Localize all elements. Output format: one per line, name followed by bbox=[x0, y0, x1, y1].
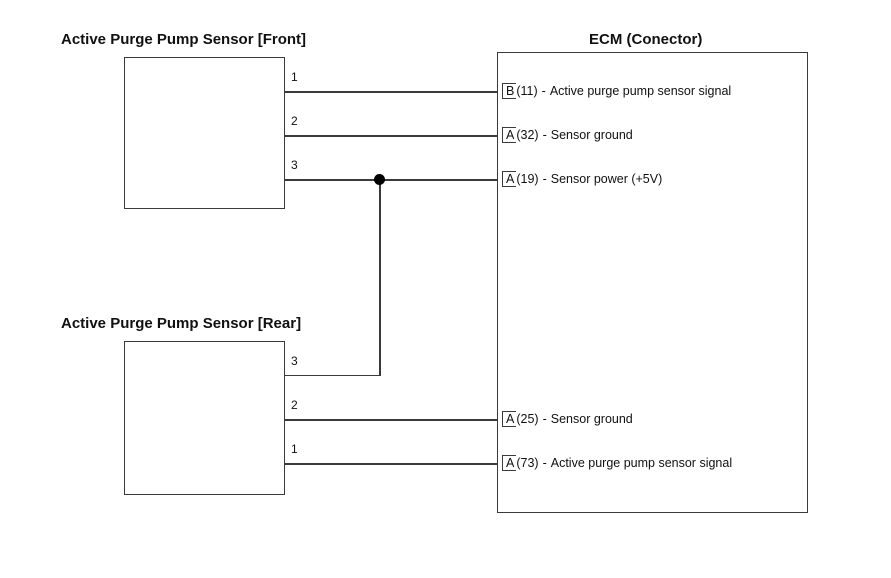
sensor-rear-box bbox=[124, 341, 285, 495]
terminal-separator: - bbox=[542, 128, 547, 142]
sensor-front-pin-1-number: 1 bbox=[291, 70, 298, 84]
terminal-description: Active purge pump sensor signal bbox=[549, 84, 732, 98]
wire-front-pin1-to-b11 bbox=[285, 91, 502, 93]
terminal-connector-letter: A bbox=[502, 171, 517, 187]
terminal-connector-letter: B bbox=[502, 83, 517, 99]
sensor-rear-pin-3-number: 3 bbox=[291, 354, 298, 368]
terminal-pin-number: (73) bbox=[516, 456, 539, 470]
terminal-connector-letter: A bbox=[502, 127, 517, 143]
terminal-description: Sensor power (+5V) bbox=[550, 172, 663, 186]
ecm-terminal-a25: A(25)-Sensor ground bbox=[502, 411, 633, 427]
sensor-rear-pin-1-number: 1 bbox=[291, 442, 298, 456]
wire-rear-pin1-to-a73 bbox=[285, 463, 502, 465]
terminal-connector-letter: A bbox=[502, 411, 517, 427]
ecm-terminal-a32: A(32)-Sensor ground bbox=[502, 127, 633, 143]
terminal-connector-letter: A bbox=[502, 455, 517, 471]
ecm-terminal-a73: A(73)-Active purge pump sensor signal bbox=[502, 455, 732, 471]
wire-front-pin2-to-a32 bbox=[285, 135, 502, 137]
junction-dot bbox=[374, 174, 385, 185]
sensor-front-pin-3-number: 3 bbox=[291, 158, 298, 172]
terminal-pin-number: (32) bbox=[516, 128, 539, 142]
ecm-box bbox=[497, 52, 808, 513]
wire-rear-pin3-to-branch bbox=[285, 374, 380, 376]
terminal-pin-number: (25) bbox=[516, 412, 539, 426]
wire-branch-vertical bbox=[379, 179, 381, 376]
sensor-front-pin-2-number: 2 bbox=[291, 114, 298, 128]
terminal-description: Sensor ground bbox=[550, 412, 633, 426]
ecm-terminal-b11: B(11)-Active purge pump sensor signal bbox=[502, 83, 731, 99]
ecm-terminal-a19: A(19)-Sensor power (+5V) bbox=[502, 171, 662, 187]
terminal-description: Active purge pump sensor signal bbox=[550, 456, 733, 470]
terminal-separator: - bbox=[542, 456, 547, 470]
sensor-rear-pin-2-number: 2 bbox=[291, 398, 298, 412]
terminal-separator: - bbox=[541, 84, 546, 98]
ecm-title: ECM (Conector) bbox=[589, 31, 703, 48]
sensor-front-box bbox=[124, 57, 285, 209]
terminal-pin-number: (11) bbox=[516, 84, 538, 98]
terminal-description: Sensor ground bbox=[550, 128, 633, 142]
sensor-rear-title: Active Purge Pump Sensor [Rear] bbox=[61, 315, 302, 332]
terminal-separator: - bbox=[542, 412, 547, 426]
wire-rear-pin2-to-a25 bbox=[285, 419, 502, 421]
terminal-separator: - bbox=[542, 172, 547, 186]
terminal-pin-number: (19) bbox=[516, 172, 539, 186]
sensor-front-title: Active Purge Pump Sensor [Front] bbox=[61, 31, 307, 48]
wire-front-pin3-to-a19 bbox=[285, 179, 502, 181]
